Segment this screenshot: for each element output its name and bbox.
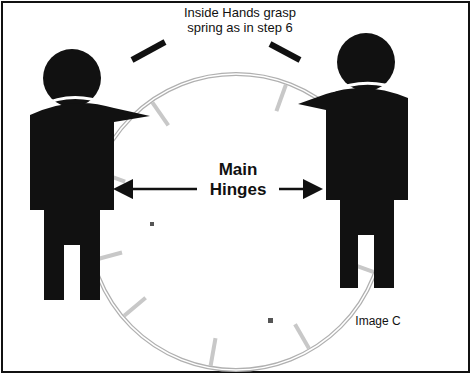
right-figure bbox=[298, 33, 408, 288]
hinge-arrow bbox=[279, 188, 318, 191]
left-figure bbox=[30, 49, 150, 300]
spring-dot bbox=[268, 318, 273, 323]
right-hand bbox=[270, 44, 300, 60]
spring-spoke bbox=[152, 102, 168, 125]
spring-spoke bbox=[295, 324, 309, 348]
spring-spoke bbox=[124, 298, 145, 316]
left-collar bbox=[40, 97, 108, 106]
left-hand bbox=[132, 42, 165, 60]
image-caption: Image C bbox=[338, 315, 418, 329]
instruction-note: Inside Hands grasp spring as in step 6 bbox=[175, 6, 305, 36]
hinge-arrow bbox=[118, 188, 197, 191]
spring-spoke bbox=[276, 85, 286, 111]
right-collar bbox=[332, 83, 402, 91]
spring-dot bbox=[150, 222, 154, 226]
hinge-label: Main Hinges bbox=[201, 160, 275, 199]
spring-spoke bbox=[211, 338, 216, 366]
